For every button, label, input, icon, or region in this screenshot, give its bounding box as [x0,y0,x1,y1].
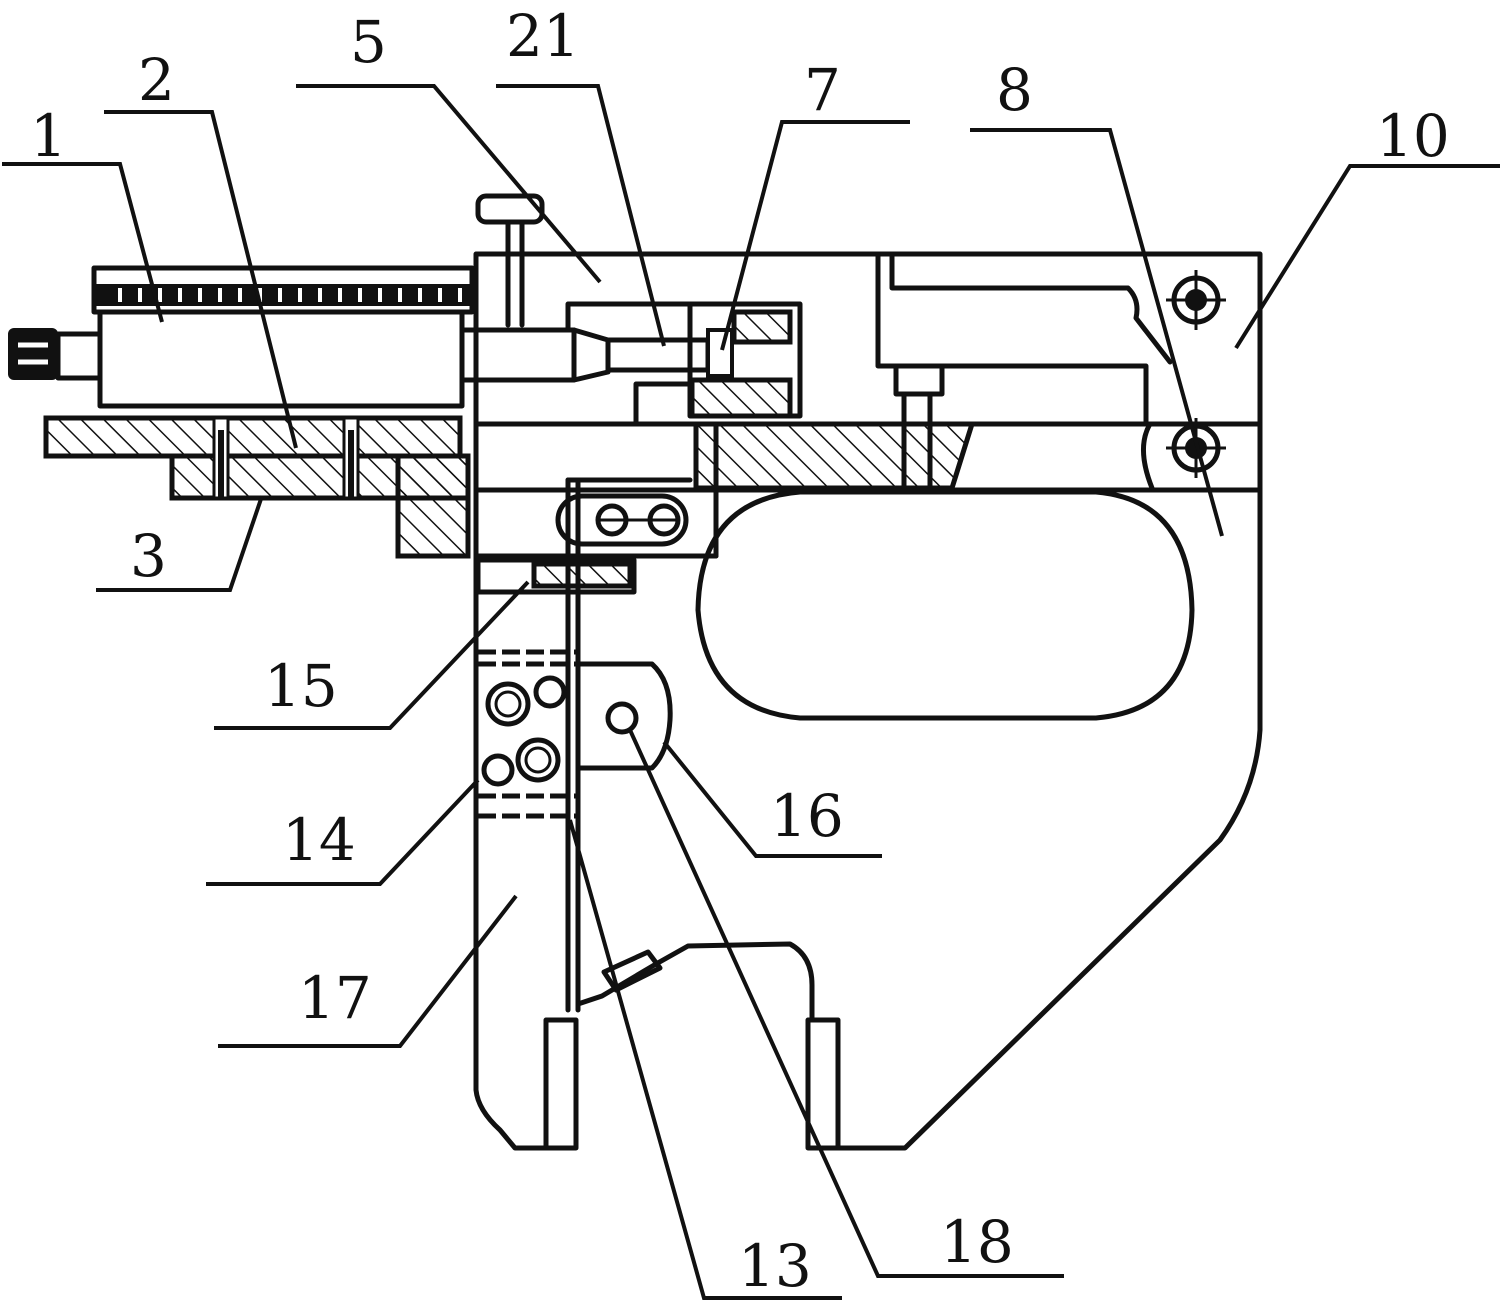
part-labels: 1 2 3 5 21 7 8 10 15 14 16 17 13 18 [30,2,1450,1300]
label-1: 1 [30,102,67,170]
label-15: 15 [264,652,338,720]
pivot-screw-top [1166,270,1226,330]
label-2: 2 [138,46,175,114]
label-16: 16 [770,782,844,850]
oval-window [698,492,1192,718]
frame-top [476,254,1260,424]
knurled-knob [8,328,58,380]
frame-body [476,490,1260,1148]
label-13: 13 [738,1232,812,1300]
label-18: 18 [940,1208,1014,1276]
label-10: 10 [1376,102,1450,170]
main-frame [462,196,1260,1148]
label-7: 7 [804,56,841,124]
label-17: 17 [298,964,372,1032]
step-block [398,456,468,556]
label-21: 21 [506,2,580,70]
base-plates [46,418,468,556]
label-14: 14 [282,806,356,874]
label-5: 5 [350,8,387,76]
jaw-left [546,1020,576,1148]
plate-2 [46,418,460,456]
label-8: 8 [996,56,1033,124]
label-3: 3 [130,522,167,590]
lever-16 [580,664,670,768]
micrometer-assembly [8,268,472,406]
